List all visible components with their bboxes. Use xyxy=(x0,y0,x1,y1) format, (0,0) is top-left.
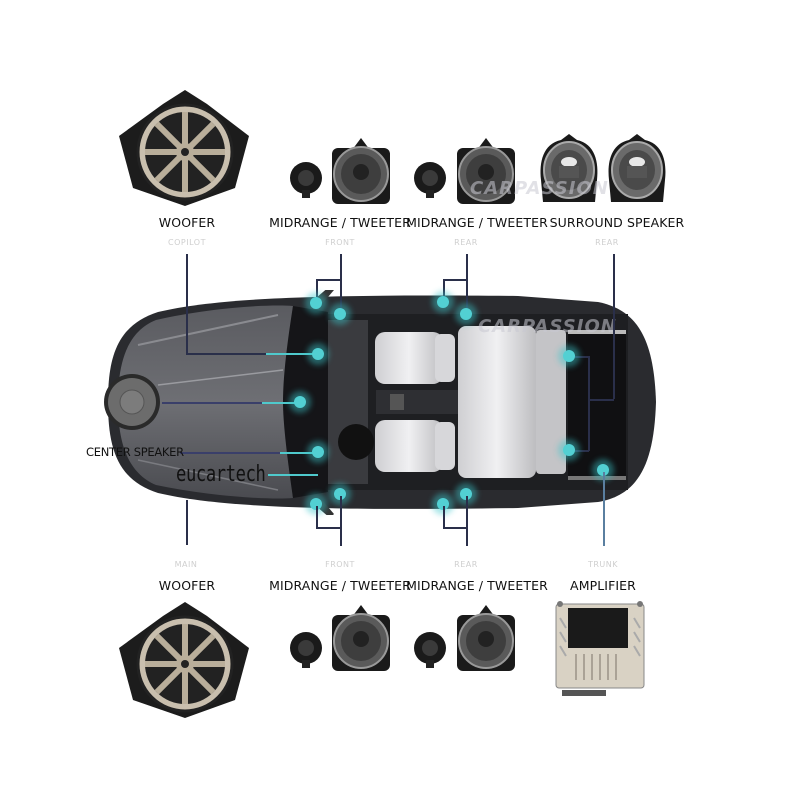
connector-brand-c xyxy=(268,474,318,476)
speaker-point-woofer-copilot xyxy=(312,348,324,360)
connector-woofer-copilot-v xyxy=(186,254,188,354)
connector-amplifier-v xyxy=(603,472,605,546)
connector-center-label-c xyxy=(280,452,315,454)
sublabel-rear-top: REAR xyxy=(454,238,478,247)
image-watermark-car: CARPASSION xyxy=(478,316,617,337)
surround-speaker-left-image xyxy=(540,134,598,202)
midrange-rear-bottom-image xyxy=(457,605,515,671)
connector-front-bottom-v xyxy=(340,496,342,546)
speaker-point-midrange-rear-top xyxy=(460,308,472,320)
connector-front-top-v2 xyxy=(316,279,318,299)
connector-rear-top-v2 xyxy=(443,279,445,299)
speaker-point-midrange-front-bottom xyxy=(334,488,346,500)
connector-surround-v xyxy=(613,254,615,399)
sublabel-rear-surround: REAR xyxy=(595,238,619,247)
center-speaker-image xyxy=(104,374,160,430)
sublabel-rear-bottom: REAR xyxy=(454,560,478,569)
midrange-front-bottom-image xyxy=(332,605,390,671)
label-center-speaker: CENTER SPEAKER xyxy=(86,445,184,459)
speaker-point-amplifier xyxy=(597,464,609,476)
speaker-point-tweeter-rear-bottom xyxy=(437,498,449,510)
midrange-rear-top-image xyxy=(457,138,515,204)
speaker-point-woofer-main xyxy=(312,446,324,458)
connector-rear-top-h xyxy=(443,279,467,281)
label-amplifier: AMPLIFIER xyxy=(570,578,636,593)
sublabel-trunk: TRUNK xyxy=(587,560,619,569)
connector-woofer-copilot-c xyxy=(266,353,316,355)
tweeter-rear-top-image xyxy=(414,162,446,198)
connector-woofer-main-v xyxy=(186,500,188,545)
label-woofer-copilot: WOOFER xyxy=(158,215,216,230)
label-midrange-tweeter-rear-bottom: MIDRANGE / TWEETER xyxy=(406,578,548,593)
speaker-point-midrange-front-top xyxy=(334,308,346,320)
connector-surround-h3 xyxy=(570,450,589,452)
midrange-front-top-image xyxy=(332,138,390,204)
speaker-point-surround-right xyxy=(563,444,575,456)
speaker-point-surround-left xyxy=(563,350,575,362)
speaker-point-tweeter-rear-top xyxy=(437,296,449,308)
connector-rear-bottom-v2 xyxy=(443,506,445,528)
connector-center-h xyxy=(162,402,262,404)
connector-woofer-copilot-h xyxy=(186,353,266,355)
label-surround-speaker: SURROUND SPEAKER xyxy=(549,215,685,230)
connector-surround-h2 xyxy=(570,356,589,358)
image-watermark-top: CARPASSION xyxy=(470,178,609,199)
connector-rear-top-v xyxy=(466,254,468,312)
woofer-main-image xyxy=(119,602,249,718)
woofer-copilot-image xyxy=(119,90,249,206)
sublabel-copilot: COPILOT xyxy=(168,238,206,247)
connector-center-label-h xyxy=(180,452,280,454)
speaker-point-tweeter-front-bottom xyxy=(310,498,322,510)
sublabel-front-top: FRONT xyxy=(325,238,355,247)
tweeter-front-bottom-image xyxy=(290,632,322,668)
label-woofer-main: WOOFER xyxy=(158,578,216,593)
connector-rear-bottom-h xyxy=(443,527,467,529)
amplifier-image xyxy=(555,601,645,696)
connector-front-top-v xyxy=(340,254,342,312)
speaker-point-tweeter-front-top xyxy=(310,297,322,309)
brand-watermark: eucartech xyxy=(176,462,266,487)
speaker-point-center xyxy=(294,396,306,408)
connector-front-top-h xyxy=(316,279,341,281)
tweeter-front-top-image xyxy=(290,162,322,198)
connector-center-c xyxy=(262,402,298,404)
tweeter-rear-bottom-image xyxy=(414,632,446,668)
connector-surround-v2 xyxy=(588,356,590,451)
connector-surround-h xyxy=(588,399,614,401)
connector-rear-bottom-v xyxy=(466,496,468,546)
speaker-point-midrange-rear-bottom xyxy=(460,488,472,500)
label-midrange-tweeter-front-top: MIDRANGE / TWEETER xyxy=(269,215,411,230)
car-topview-image xyxy=(108,290,656,515)
label-midrange-tweeter-rear-top: MIDRANGE / TWEETER xyxy=(406,215,548,230)
surround-speaker-right-image xyxy=(608,134,666,202)
connector-front-bottom-h xyxy=(316,527,341,529)
sublabel-main: MAIN xyxy=(174,560,198,569)
sublabel-front-bottom: FRONT xyxy=(325,560,355,569)
connector-front-bottom-v2 xyxy=(316,506,318,528)
label-midrange-tweeter-front-bottom: MIDRANGE / TWEETER xyxy=(269,578,411,593)
